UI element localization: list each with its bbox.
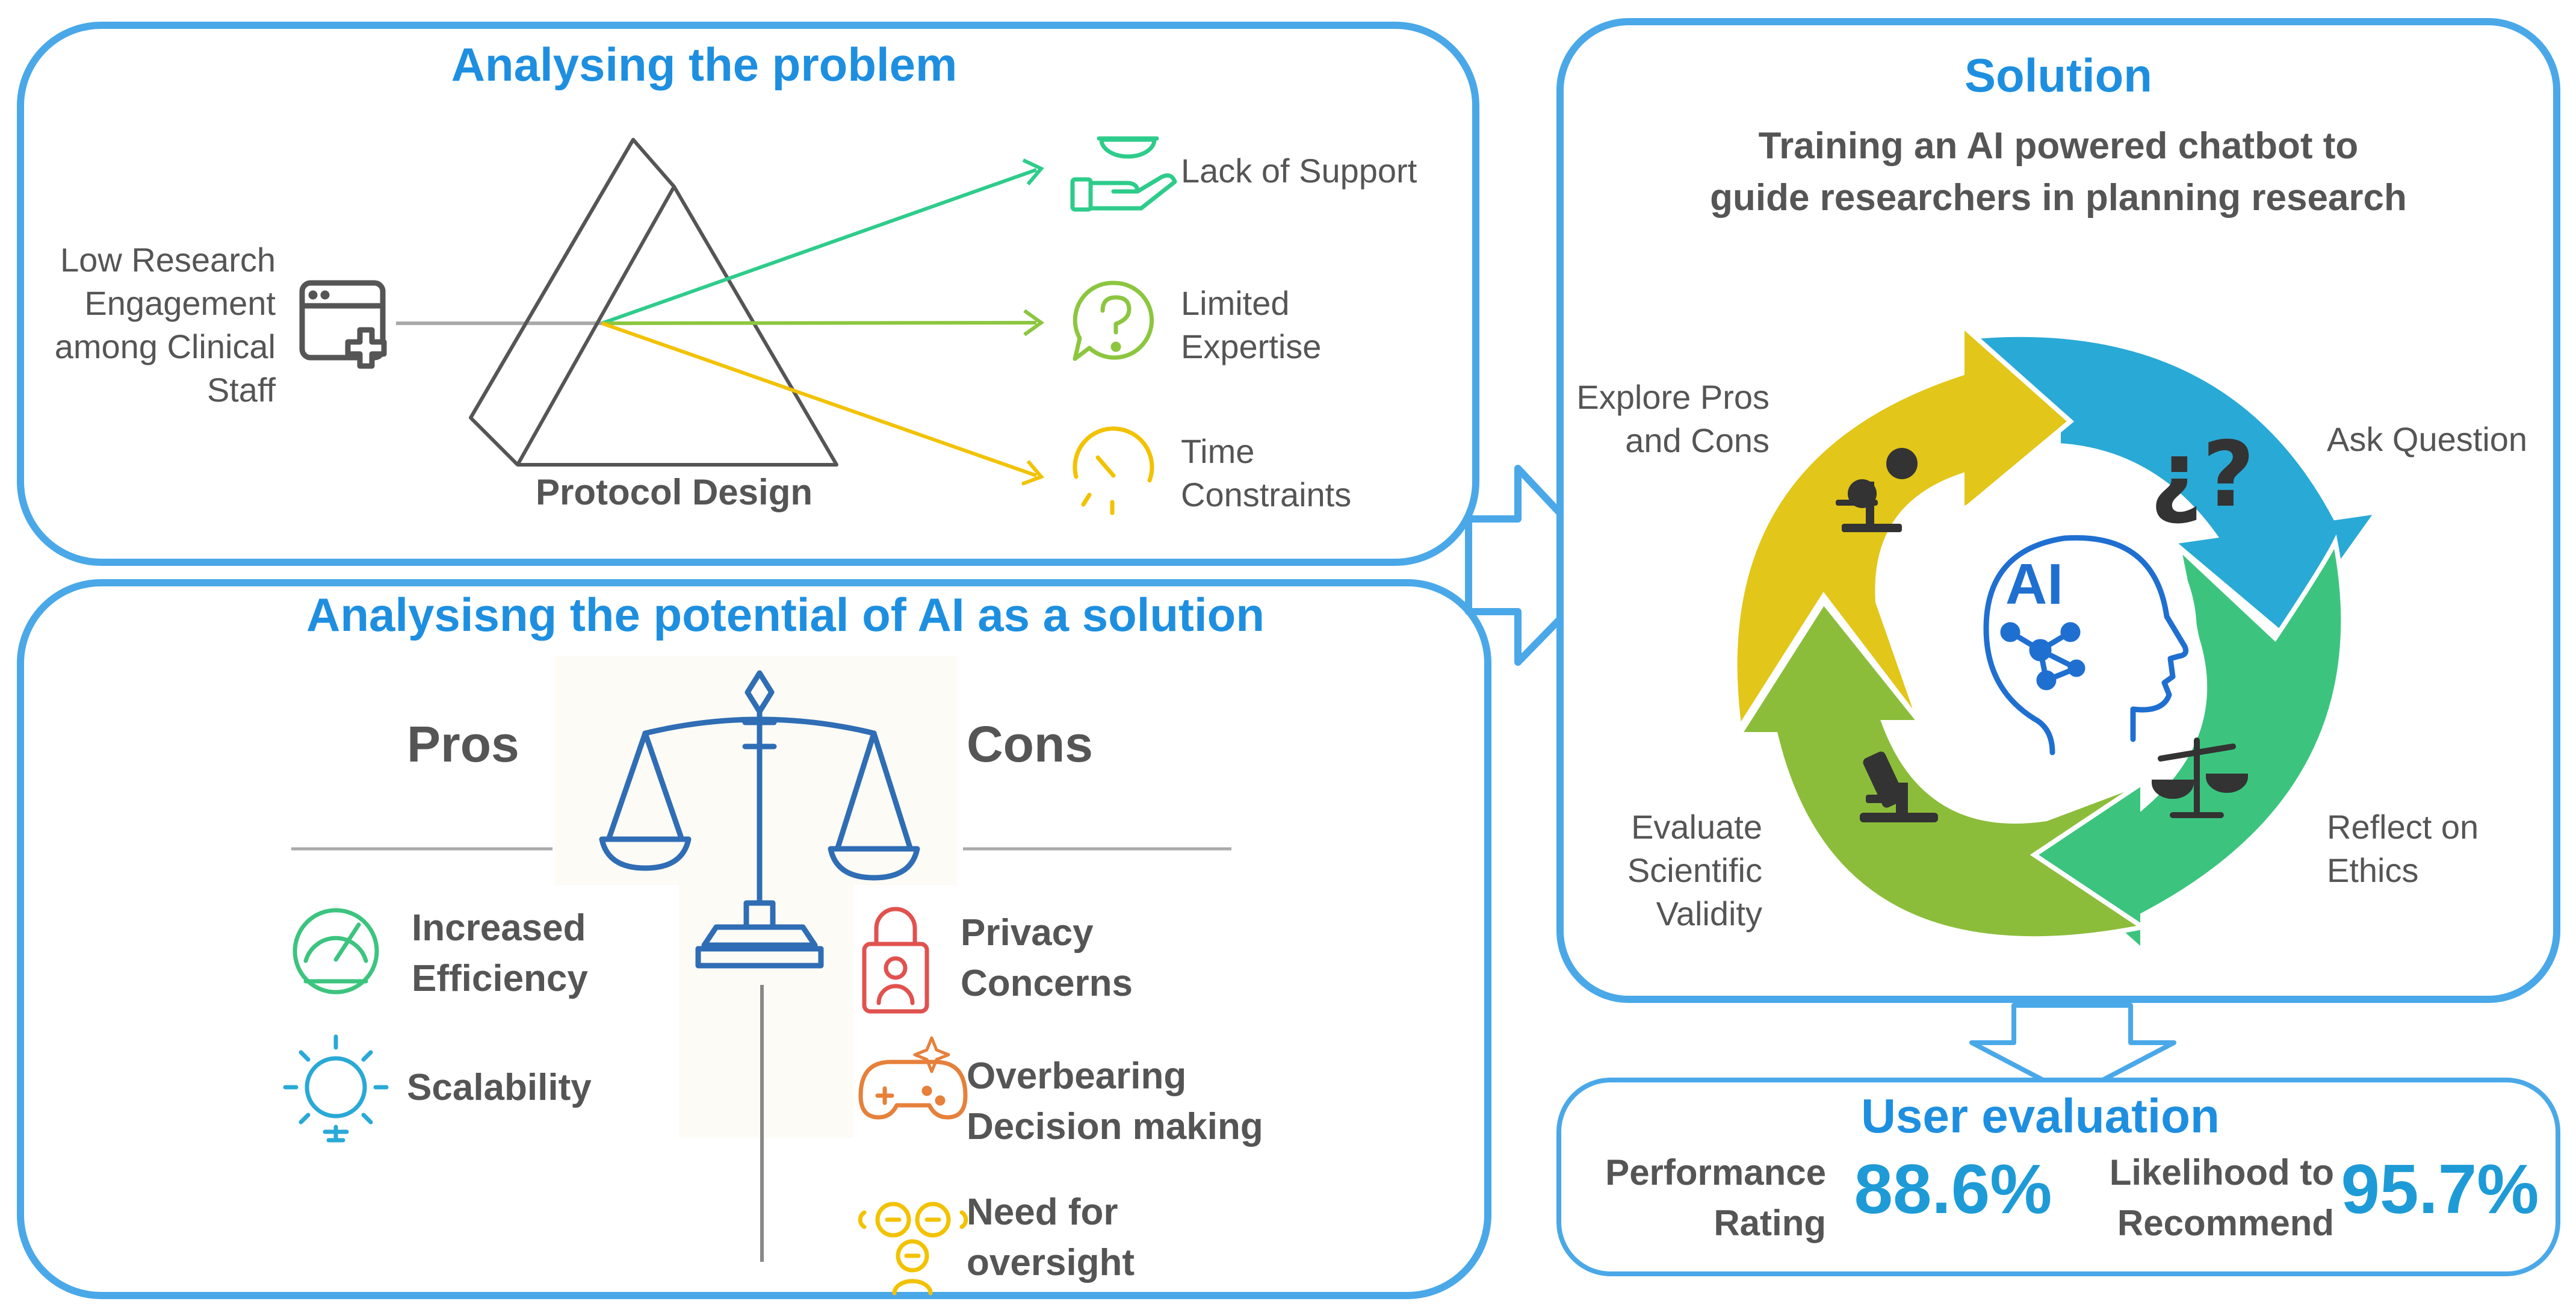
scales-icon (2151, 737, 2249, 818)
ai-potential-title: Analysisng the potential of AI as a solu… (306, 588, 1265, 641)
prism-label: Protocol Design (535, 472, 813, 512)
outcome-lack-of-support: Lack of Support (1181, 152, 1417, 190)
source-label: Low Research Engagement among Clinical S… (54, 241, 276, 409)
balance-scale-icon (599, 670, 920, 969)
solution-cycle: ¿? (1732, 320, 2383, 957)
metric-recommend-label: Likelihood to Recommend (2109, 1152, 2334, 1243)
cycle-segment-explore (1732, 320, 2075, 736)
problem-panel (17, 22, 1479, 566)
ai-head-icon (1983, 535, 2189, 756)
metric-performance-value: 88.6% (1854, 1150, 2052, 1228)
con-overbearing-decision: Overbearing Decision making (967, 1055, 1263, 1147)
cycle-segment-ask (1966, 332, 2383, 642)
step-explore-pros-cons: Explore Pros and Cons (1576, 378, 1769, 459)
cons-heading: Cons (967, 716, 1093, 772)
svg-text:¿?: ¿? (2150, 423, 2255, 527)
problem-diagram (299, 136, 1177, 515)
evaluation-title: User evaluation (1861, 1089, 2220, 1143)
clock-icon (1073, 426, 1154, 515)
question-bubble-icon (1073, 281, 1154, 361)
lock-person-icon (862, 907, 929, 1014)
step-evaluate-validity: Evaluate Scientific Validity (1627, 808, 1762, 933)
balance-weights-icon (1836, 448, 1918, 532)
solution-subtitle: Training an AI powered chatbot to guide … (1710, 125, 2407, 219)
gear-bulb-icon (283, 1034, 389, 1143)
prism-shape (469, 138, 838, 467)
con-privacy-concerns: Privacy Concerns (961, 912, 1133, 1004)
outcome-time-constraints: Time Constraints (1181, 432, 1352, 514)
metric-recommend-value: 95.7% (2341, 1150, 2539, 1228)
group-icon (858, 1202, 968, 1296)
cycle-segment-evaluate (1735, 598, 2149, 942)
outcome-limited-expertise: Limited Expertise (1181, 284, 1322, 365)
step-ask-question: Ask Question (2327, 420, 2528, 458)
ai-center-label: AI (2005, 552, 2063, 616)
speedometer-icon (293, 908, 379, 995)
cycle-segment-ethics (2030, 534, 2346, 957)
con-need-for-oversight: Need for oversight (967, 1191, 1135, 1283)
question-marks-icon: ¿? (2150, 423, 2255, 527)
problem-title: Analysing the problem (451, 38, 958, 91)
hand-support-icon (1070, 136, 1177, 212)
metric-performance-label: Performance Rating (1605, 1152, 1826, 1243)
beam-yellow (601, 321, 1037, 477)
pros-heading: Pros (407, 716, 519, 772)
beam-green (601, 168, 1037, 325)
evaluation-panel (1556, 1078, 2560, 1276)
microscope-icon (1860, 751, 1938, 822)
step-reflect-ethics: Reflect on Ethics (2327, 808, 2479, 889)
browser-window-icon (299, 280, 387, 369)
ai-potential-diagram (283, 670, 1231, 1296)
down-arrow (1969, 1003, 2176, 1098)
solution-title: Solution (1965, 49, 2152, 102)
pro-scalability: Scalability (407, 1067, 592, 1108)
gamepad-icon (858, 1036, 968, 1120)
pro-increased-efficiency: Increased Efficiency (412, 907, 588, 999)
